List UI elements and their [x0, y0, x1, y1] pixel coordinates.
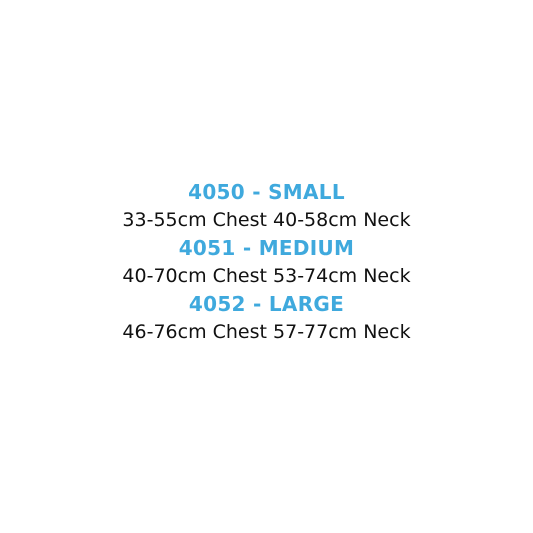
- size-small-block: 4050 - SMALL 33-55cm Chest 40-58cm Neck: [0, 178, 533, 234]
- size-large-measurements: 46-76cm Chest 57-77cm Neck: [122, 321, 411, 343]
- size-medium-heading: 4051 - MEDIUM: [178, 236, 355, 260]
- size-large-block: 4052 - LARGE 46-76cm Chest 57-77cm Neck: [0, 290, 533, 346]
- size-small-measurements: 33-55cm Chest 40-58cm Neck: [122, 209, 411, 231]
- size-small-heading: 4050 - SMALL: [188, 180, 345, 204]
- size-chart: 4050 - SMALL 33-55cm Chest 40-58cm Neck …: [0, 178, 533, 346]
- size-medium-block: 4051 - MEDIUM 40-70cm Chest 53-74cm Neck: [0, 234, 533, 290]
- size-medium-measurements: 40-70cm Chest 53-74cm Neck: [122, 265, 411, 287]
- size-large-heading: 4052 - LARGE: [188, 292, 345, 316]
